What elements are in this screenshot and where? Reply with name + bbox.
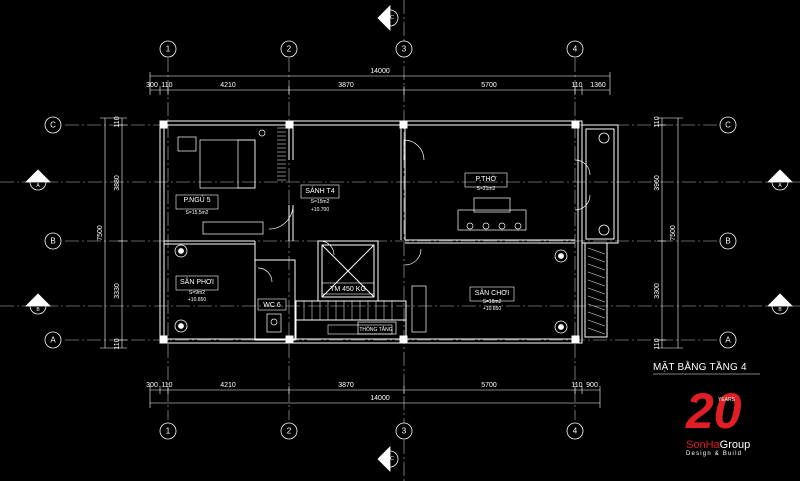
furniture (177, 129, 591, 335)
room-name-wc-6: WC 6 (263, 302, 281, 309)
section-mark-right-b: B (778, 307, 782, 313)
room-area-drying-yard: S=9m2 (189, 290, 205, 296)
logo-brand-b: Group (719, 439, 751, 451)
grid-label-1-top: 1 (166, 45, 171, 54)
grid-label-b-right: B (725, 237, 730, 246)
void-label: THÔNG TẦNG (359, 326, 392, 333)
logo-years-label: YEARS (718, 397, 736, 403)
section-mark-left-a: A (36, 183, 40, 189)
grid-bubbles (44, 40, 737, 440)
room-area-worship: S=21m2 (477, 186, 496, 192)
room-label-boxes (175, 172, 515, 335)
grid-label-a-right: A (725, 336, 731, 345)
elevator-label: TM 450 KG (330, 286, 366, 293)
dim-left-seg-1: 110 (114, 116, 121, 127)
grid-label-c-right: C (725, 121, 731, 130)
grid-label-3-bottom: 3 (402, 427, 407, 436)
toilet-icon (266, 313, 282, 333)
dim-top-seg-1: 300 (146, 82, 158, 89)
section-mark-left-b: B (36, 307, 40, 313)
dim-bottom-seg-3: 4210 (220, 382, 236, 389)
walls (159, 120, 619, 344)
logo-years-number: 20 (685, 383, 742, 439)
dim-right-seg-4: 110 (654, 338, 661, 349)
room-name-hall-t4: SẢNH T4 (305, 186, 335, 195)
grid-label-b-left: B (50, 237, 55, 246)
dim-bottom-seg-6: 110 (571, 382, 582, 389)
grid-label-1-bottom: 1 (166, 427, 171, 436)
grid-label-4-bottom: 4 (573, 427, 578, 436)
floor-drains (174, 132, 610, 334)
grid-label-2-top: 2 (287, 45, 292, 54)
dim-top-seg-2: 110 (161, 82, 172, 89)
dim-top-seg-3: 4210 (220, 82, 236, 89)
logo-tagline: Design & Build (686, 451, 743, 457)
room-name-drying-yard: SÂN PHƠI (180, 277, 214, 286)
grid-label-4-top: 4 (573, 45, 578, 54)
dim-top-total: 14000 (370, 68, 390, 75)
dim-left-seg-2: 3880 (114, 175, 121, 191)
dim-top-seg-6: 110 (571, 82, 582, 89)
dim-left-total: 7500 (97, 225, 104, 241)
dim-right-total: 7500 (670, 225, 677, 241)
dim-left-seg-3: 3330 (114, 283, 121, 299)
logo-wordmark: SonHaGroup Design & Build (686, 439, 750, 457)
room-name-bedroom-5: P.NGỦ 5 (183, 195, 210, 204)
dim-right-seg-2: 3960 (654, 175, 661, 191)
dim-bottom-seg-5: 5700 (481, 382, 497, 389)
dim-bottom-seg-4: 3870 (338, 382, 354, 389)
dim-bottom-total: 14000 (370, 395, 390, 402)
altar-icon (457, 209, 527, 231)
bed-icon (199, 139, 256, 189)
room-area-bedroom-5: S=15,5m2 (186, 210, 209, 216)
dim-top-seg-7: 1360 (590, 82, 606, 89)
logo-brand-a: SonHa (686, 439, 720, 451)
grid-label-2-bottom: 2 (287, 427, 292, 436)
dim-top-seg-4: 3870 (338, 82, 354, 89)
logo-brand: SonHaGroup (686, 439, 750, 451)
hatch (277, 127, 606, 335)
dimension-lines (100, 72, 683, 408)
dim-right-seg-1: 110 (654, 116, 661, 127)
room-name-worship: P.THỜ (475, 174, 496, 183)
dim-bottom-seg-1: 300 (146, 382, 158, 389)
drawing-title: MẶT BẰNG TẦNG 4 (653, 360, 747, 373)
room-level-hall-t4: +10.700 (311, 207, 329, 213)
grid-label-a-left: A (50, 336, 56, 345)
grid-label-3-top: 3 (402, 45, 407, 54)
room-area-hall-t4: S=15m2 (311, 199, 330, 205)
section-mark-top: C (390, 15, 394, 21)
dim-right-seg-3: 3300 (654, 283, 661, 299)
grid-label-c-left: C (50, 121, 56, 130)
section-mark-bottom: C (390, 456, 394, 462)
dim-bottom-seg-2: 110 (161, 382, 172, 389)
section-mark-right-a: A (778, 183, 782, 189)
room-name-play-yard: SÂN CHƠI (475, 288, 509, 297)
room-level-drying-yard: +10.650 (188, 297, 206, 303)
section-markers (25, 5, 793, 472)
room-area-play-yard: S=18m2 (483, 299, 502, 305)
dim-top-seg-5: 5700 (481, 82, 497, 89)
room-level-play-yard: +10.650 (483, 306, 501, 312)
dim-bottom-seg-7: 900 (586, 382, 598, 389)
logo-mark: 20 YEARS (685, 383, 742, 439)
dim-left-seg-4: 110 (114, 338, 121, 349)
